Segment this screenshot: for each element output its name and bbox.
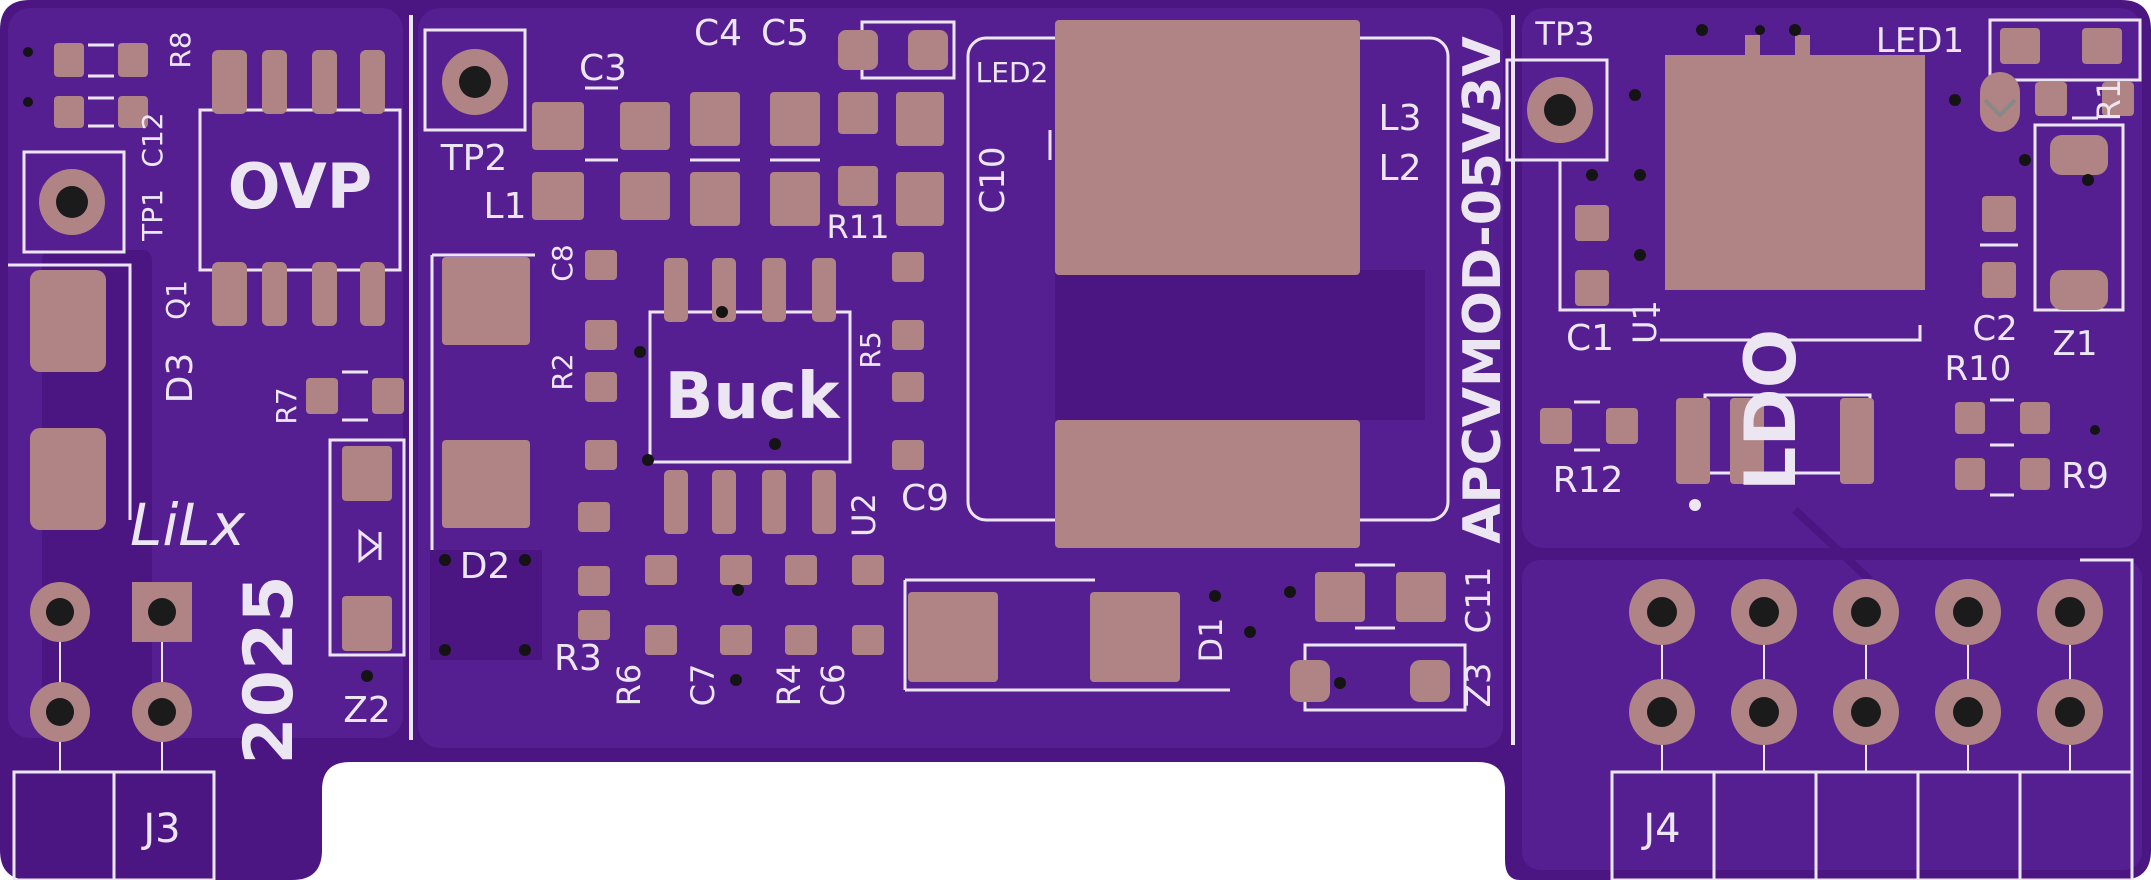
label-r8: R8 [164, 31, 197, 68]
label-c6: C6 [814, 664, 852, 707]
label-d1: D1 [1192, 618, 1230, 663]
d2-diode [430, 253, 542, 660]
label-year: 2025 [230, 575, 309, 764]
label-z1: Z1 [2053, 324, 2098, 364]
z3-zener [1290, 643, 1467, 712]
z1-zener [2033, 123, 2125, 312]
signature-logo: LiLx [130, 491, 246, 559]
label-c3: C3 [579, 48, 627, 89]
label-c5: C5 [761, 13, 809, 54]
d1-diode [903, 578, 1256, 692]
z2-zener [328, 438, 406, 682]
j3-connector [12, 582, 216, 880]
label-u1: U1 [1626, 300, 1664, 344]
label-r6: R6 [610, 664, 648, 707]
d3-diode [8, 263, 132, 530]
r11-resistor [838, 92, 944, 226]
c8-r2-column [578, 250, 617, 596]
label-ldo: LDO [1730, 329, 1812, 491]
trace-right [1792, 507, 1873, 583]
label-z2: Z2 [343, 690, 391, 731]
label-part-number: APCVMOD-05V3V [1453, 36, 1513, 543]
u1-ldo [1629, 24, 1961, 342]
label-u2: U2 [845, 493, 883, 537]
r12-resistor [1540, 400, 1638, 452]
label-r11: R11 [827, 208, 890, 246]
tp2-testpoint [423, 28, 527, 132]
label-j4: J4 [1640, 806, 1680, 852]
label-j3: J3 [140, 806, 180, 852]
c4-capacitor [690, 92, 740, 226]
led1 [1988, 18, 2142, 82]
q1-ovp-ic [198, 50, 402, 326]
label-l2: L2 [1379, 148, 1422, 189]
label-r5: R5 [854, 331, 887, 368]
label-z3: Z3 [1459, 663, 1499, 708]
r6-c7-r4-c6-cluster [645, 555, 884, 686]
label-c7: C7 [684, 664, 722, 707]
c3-capacitor [585, 86, 670, 220]
label-c2: C2 [1972, 309, 2017, 349]
tp3-testpoint [1505, 58, 1609, 162]
r7-footprint [306, 370, 404, 422]
label-tp2: TP2 [440, 138, 508, 179]
r5-c9-column [892, 252, 924, 470]
label-r12: R12 [1553, 460, 1624, 501]
r1-resistor [1980, 72, 2134, 132]
c11-capacitor [1284, 563, 1446, 630]
label-r4: R4 [770, 664, 808, 707]
label-r10: R10 [1945, 349, 2012, 389]
tp1-testpoint [22, 150, 126, 254]
label-buck: Buck [665, 360, 841, 434]
section-dividers [409, 15, 1515, 745]
label-c10: C10 [973, 146, 1013, 213]
c12-footprint [54, 96, 148, 128]
r10-r9-resistors [1955, 398, 2050, 497]
l1-inductor [532, 102, 584, 220]
r8-footprint [54, 43, 148, 78]
label-led1: LED1 [1876, 21, 1964, 61]
label-led2: LED2 [976, 56, 1049, 89]
label-q1: Q1 [160, 280, 193, 320]
label-ovp: OVP [228, 150, 372, 223]
label-l1: L1 [484, 186, 527, 227]
label-d2: D2 [460, 546, 511, 587]
l2-l3-inductor [966, 20, 1450, 548]
label-c9: C9 [901, 478, 949, 519]
u2-buck-ic [634, 258, 852, 534]
top-pad-pair [838, 20, 956, 80]
label-tp3: TP3 [1534, 15, 1594, 53]
stray-vias [23, 25, 2100, 435]
label-r3: R3 [554, 638, 602, 679]
label-r7: R7 [270, 387, 303, 424]
c2-capacitor [1980, 154, 2031, 298]
label-tp1: TP1 [136, 189, 169, 242]
label-r1: R1 [2090, 79, 2128, 122]
label-r2: R2 [546, 353, 579, 390]
label-d3: D3 [160, 353, 201, 404]
c1-capacitor [1558, 160, 1660, 312]
label-c11: C11 [1459, 566, 1499, 633]
r3-resistor [578, 610, 610, 640]
j4-connector [1610, 558, 2134, 880]
ldo-ic [1676, 393, 1874, 511]
label-r9: R9 [2061, 456, 2109, 497]
label-l3: L3 [1379, 98, 1422, 139]
c5-capacitor [770, 92, 820, 226]
label-c8: C8 [546, 244, 579, 281]
label-c4: C4 [694, 13, 742, 54]
label-c12: C12 [136, 112, 169, 167]
label-c1: C1 [1566, 318, 1614, 359]
